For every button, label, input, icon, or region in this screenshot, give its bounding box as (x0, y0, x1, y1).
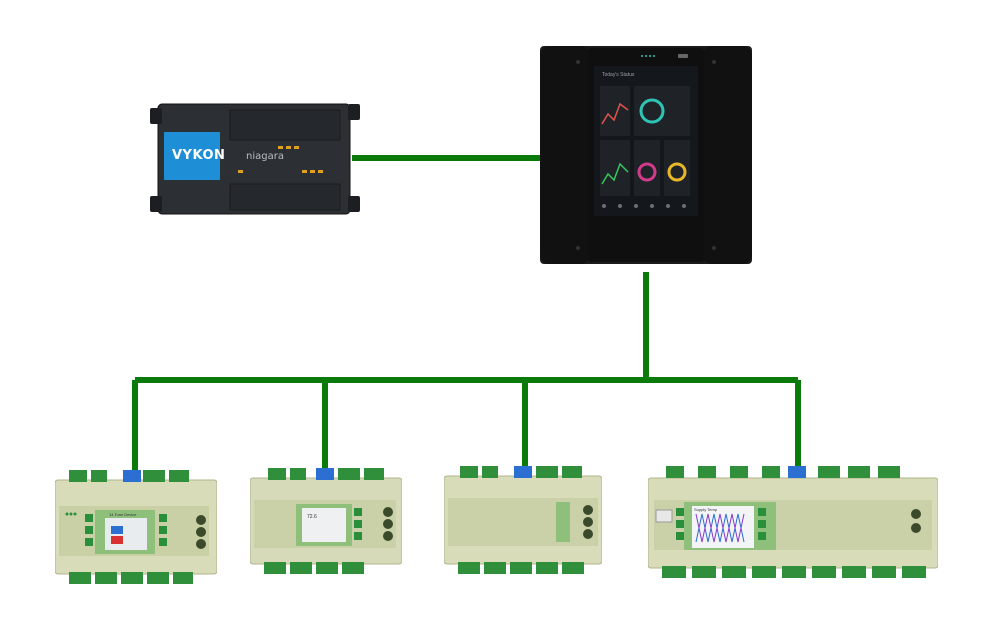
touch-panel-display: Today's Status (540, 44, 752, 266)
controller-2-screen-title: 72.6 (307, 514, 317, 520)
jace-brand-logo: VYKON (172, 148, 226, 163)
jace-controller: VYKON niagara (150, 96, 360, 222)
field-controller-3 (444, 462, 602, 578)
field-controller-1: 14 Tone Device (55, 466, 217, 588)
controller-4-screen-title: Supply Temp (694, 507, 718, 512)
field-controller-4: Supply Temp (648, 462, 938, 582)
controller-1-screen-title: 14 Tone Device (109, 512, 137, 517)
panel-screen-title: Today's Status (602, 72, 635, 78)
jace-product-label: niagara (246, 151, 284, 162)
field-controller-2: 72.6 (250, 464, 402, 578)
